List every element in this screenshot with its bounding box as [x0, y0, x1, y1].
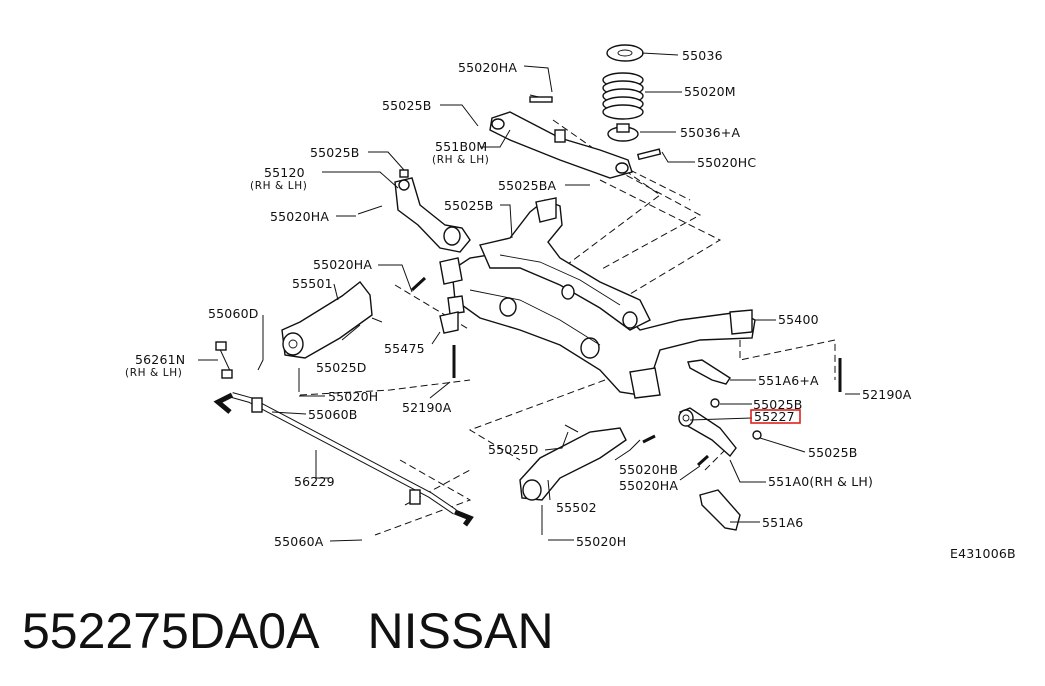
callout-55020ha-top: 55020HA — [458, 60, 517, 75]
callout-55025b-5: 55025B — [808, 445, 858, 460]
callout-55025b-2: 55025B — [310, 145, 360, 160]
upper-arm-55120 — [357, 169, 471, 253]
callout-551b0m-sub: (RH & LH) — [432, 154, 489, 166]
callout-56261n: 56261N — [135, 352, 185, 367]
callout-55036: 55036 — [682, 48, 723, 63]
highlight-box-55227 — [750, 409, 801, 424]
callout-55475: 55475 — [384, 341, 425, 356]
bolts — [410, 276, 842, 467]
callout-55502: 55502 — [556, 500, 597, 515]
link-551a0 — [678, 398, 762, 458]
callout-551a6-plus-a: 551A6+A — [758, 373, 819, 388]
callout-55020hc: 55020HC — [697, 155, 756, 170]
callout-551a0: 551A0(RH & LH) — [768, 474, 873, 489]
callout-55400: 55400 — [778, 312, 819, 327]
callout-55036-plus-a: 55036+A — [680, 125, 740, 140]
callout-55120-sub: (RH & LH) — [250, 180, 307, 192]
bracket-551a6-plus-a — [687, 359, 731, 385]
callout-55227: 55227 — [754, 409, 795, 424]
callout-55060a: 55060A — [274, 534, 324, 549]
coil-spring-assembly — [602, 44, 644, 142]
callout-55060b: 55060B — [308, 407, 358, 422]
callout-52190a-1: 52190A — [402, 400, 452, 415]
callout-551a6: 551A6 — [762, 515, 803, 530]
rear-suspension-exploded-diagram: 55036 55020M 55036+A 55020HC 55020HA 550… — [125, 44, 1016, 561]
callout-55060d: 55060D — [208, 306, 259, 321]
bracket-551a6 — [699, 489, 741, 531]
lower-arm-55501 — [281, 281, 383, 392]
callout-55020h-1: 55020H — [328, 389, 378, 404]
callout-55020ha-2: 55020HA — [270, 209, 329, 224]
footer: 552275DA0A NISSAN — [22, 596, 554, 666]
callout-55025ba: 55025BA — [498, 178, 557, 193]
callout-55020ha-4: 55020HA — [619, 478, 678, 493]
callout-55020h-2: 55020H — [576, 534, 626, 549]
callout-55025b-3: 55025B — [444, 198, 494, 213]
part-number: 552275DA0A — [22, 603, 320, 659]
upper-link-551b0m — [489, 94, 662, 179]
callout-55501: 55501 — [292, 276, 333, 291]
callout-labels: 55036 55020M 55036+A 55020HC 55020HA 550… — [125, 48, 1016, 561]
callout-56229: 56229 — [294, 474, 335, 489]
callout-551b0m: 551B0M — [435, 139, 487, 154]
callout-55020ha-3: 55020HA — [313, 257, 372, 272]
callout-52190a-2: 52190A — [862, 387, 912, 402]
subframe-crossmember — [439, 197, 756, 399]
callout-55120: 55120 — [264, 165, 305, 180]
lower-link-55502 — [519, 424, 627, 535]
callout-55020m: 55020M — [684, 84, 736, 99]
brand-name: NISSAN — [367, 603, 554, 659]
callout-55025b-4: 55025B — [753, 397, 803, 412]
callout-55025d-2: 55025D — [488, 442, 539, 457]
callout-56261n-sub: (RH & LH) — [125, 367, 182, 379]
callout-55020hb: 55020HB — [619, 462, 678, 477]
leader-lines — [198, 52, 860, 542]
callout-55025b-1: 55025B — [382, 98, 432, 113]
callout-55025d-1: 55025D — [316, 360, 367, 375]
stabilizer-bar — [213, 341, 474, 527]
figure-code: E431006B — [950, 546, 1016, 561]
